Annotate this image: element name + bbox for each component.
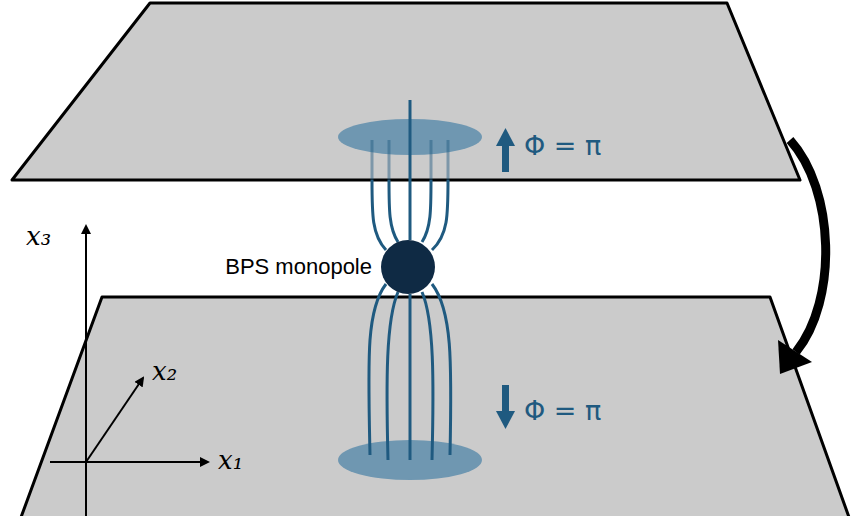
- rotation-arrow: [790, 140, 826, 352]
- axis-label: x₃: [26, 222, 51, 251]
- flux-label: Φ = π: [524, 131, 601, 161]
- axis-label: x₁: [218, 446, 243, 475]
- field-arrows: [496, 128, 515, 429]
- upper-plane: [12, 3, 800, 180]
- field-lines: [369, 100, 451, 460]
- flux-label: Φ = π: [524, 396, 601, 426]
- lower-plane: [20, 297, 850, 516]
- monopole-circle: [380, 239, 436, 295]
- monopole-node: BPS monopole: [380, 239, 436, 295]
- axes: [50, 226, 208, 516]
- monopole-label: BPS monopole: [225, 255, 372, 279]
- axis-label: x₂: [152, 357, 177, 386]
- rotation-arrowhead: [778, 340, 812, 374]
